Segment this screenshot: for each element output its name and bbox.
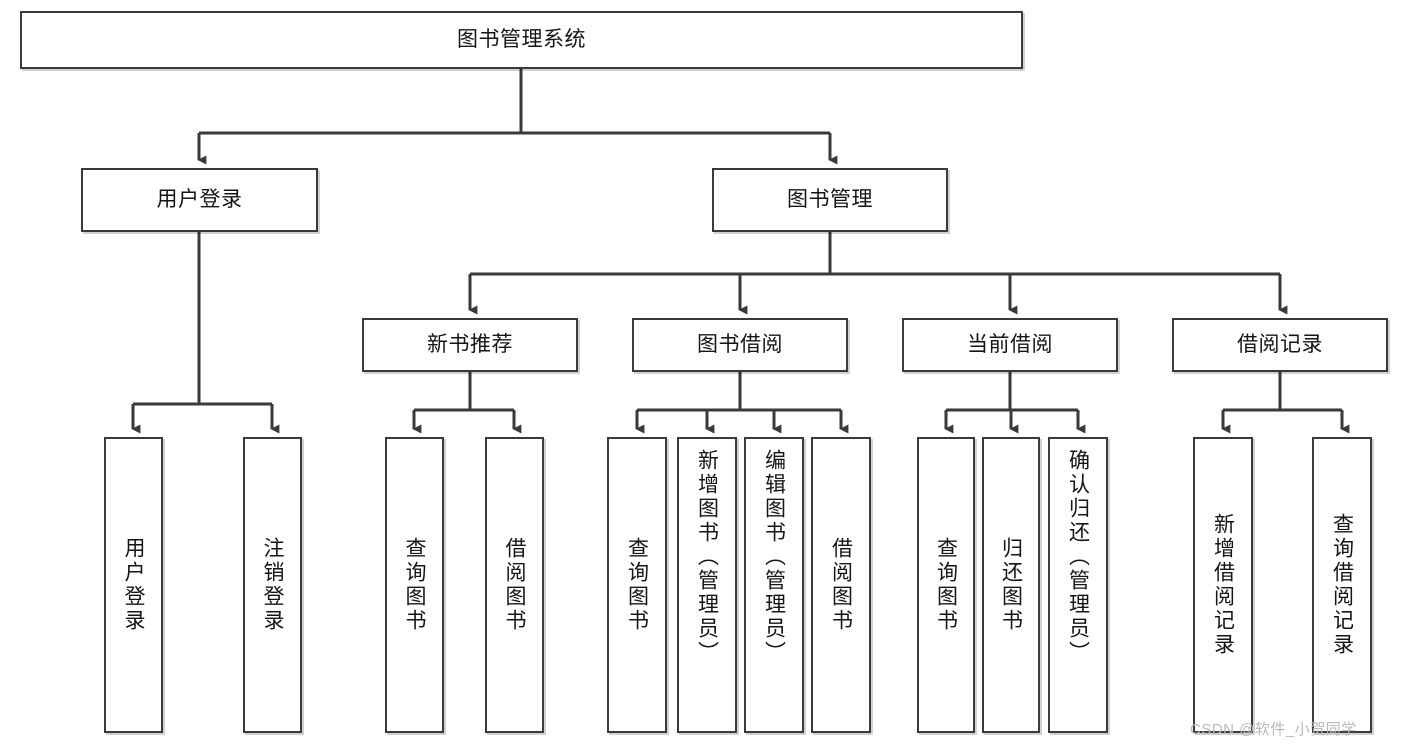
node-label: 查询图书 [403, 537, 426, 633]
node-leaf-borrow-book[interactable]: 借阅图书 [811, 437, 871, 733]
node-label: 借阅图书 [503, 537, 526, 633]
node-label: 图书借阅 [697, 332, 783, 356]
node-label: 用户登录 [156, 187, 243, 211]
node-label: 查询借阅记录 [1330, 513, 1354, 657]
node-label: 用户登录 [122, 537, 145, 633]
node-label: 图书管理 [787, 187, 873, 211]
node-label: 归还图书 [999, 537, 1023, 633]
node-label: 当前借阅 [967, 332, 1053, 356]
node-leaf-return-book[interactable]: 归还图书 [982, 437, 1040, 733]
node-current-borrow[interactable]: 当前借阅 [902, 318, 1118, 372]
node-label: 确认归还（管理员） [1066, 449, 1090, 665]
node-book-borrow[interactable]: 图书借阅 [632, 318, 848, 372]
node-leaf-add-book-admin[interactable]: 新增图书（管理员） [677, 437, 737, 733]
node-leaf-query-book-borrow[interactable]: 查询图书 [607, 437, 667, 733]
csdn-watermark: CSDN @软件_小贺同学 [1190, 721, 1357, 738]
node-label: 借阅记录 [1237, 332, 1323, 356]
node-leaf-query-book-recommend[interactable]: 查询图书 [385, 437, 444, 733]
node-leaf-edit-book-admin[interactable]: 编辑图书（管理员） [744, 437, 804, 733]
node-leaf-confirm-return-admin[interactable]: 确认归还（管理员） [1048, 437, 1108, 733]
node-user-login[interactable]: 用户登录 [81, 168, 318, 232]
node-label: 查询图书 [934, 537, 958, 633]
node-leaf-query-borrow-record[interactable]: 查询借阅记录 [1312, 437, 1372, 733]
node-new-book-recommend[interactable]: 新书推荐 [362, 318, 578, 372]
node-label: 注销登录 [261, 537, 284, 633]
node-borrow-record[interactable]: 借阅记录 [1172, 318, 1388, 372]
node-label: 查询图书 [625, 537, 649, 633]
node-leaf-user-login[interactable]: 用户登录 [104, 437, 163, 733]
node-leaf-logout[interactable]: 注销登录 [243, 437, 302, 733]
node-leaf-add-borrow-record[interactable]: 新增借阅记录 [1193, 437, 1253, 733]
node-label: 新增图书（管理员） [695, 449, 719, 665]
node-label: 新增借阅记录 [1211, 513, 1235, 657]
node-label: 借阅图书 [829, 537, 853, 633]
node-leaf-borrow-book-recommend[interactable]: 借阅图书 [485, 437, 544, 733]
node-root-system[interactable]: 图书管理系统 [20, 11, 1023, 69]
node-label: 新书推荐 [427, 332, 513, 356]
node-label: 编辑图书（管理员） [762, 449, 786, 665]
node-book-manage[interactable]: 图书管理 [712, 168, 948, 232]
node-label: 图书管理系统 [457, 27, 586, 51]
node-leaf-query-book-current[interactable]: 查询图书 [917, 437, 975, 733]
